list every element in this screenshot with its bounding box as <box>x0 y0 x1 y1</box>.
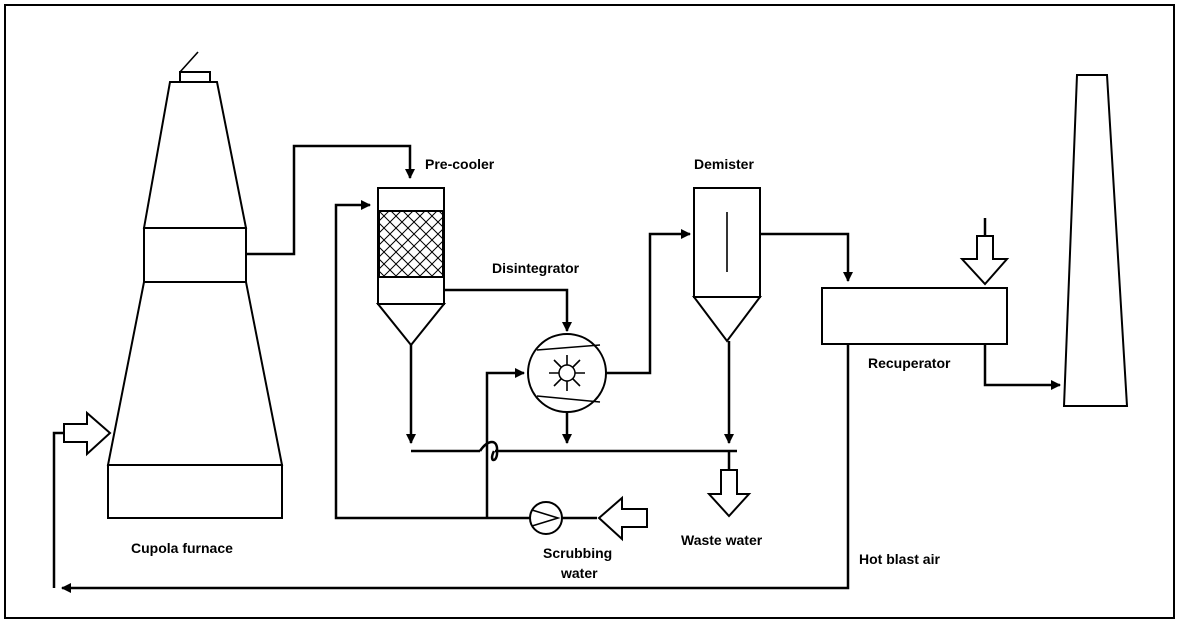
scrubbing-to-disintegrator-line <box>485 368 525 518</box>
furnace-top-cap <box>179 71 211 83</box>
recirculation-line <box>334 200 487 520</box>
furnace-band <box>143 227 247 283</box>
hot-blast-riser <box>52 431 66 588</box>
disintegrator-rotor <box>558 364 576 382</box>
hot-blast-air-line <box>61 344 850 593</box>
demister-to-recuperator-line <box>760 232 853 282</box>
label-cupola-furnace: Cupola furnace <box>131 540 233 556</box>
precooler-to-disintegrator-line <box>444 288 572 332</box>
flue-gas-line <box>246 144 415 256</box>
pre-cooler-cone <box>375 303 447 347</box>
disintegrator <box>527 333 607 413</box>
pre-cooler <box>375 187 447 347</box>
furnace-lower-cone <box>106 281 284 466</box>
waste-water-arrow <box>706 469 752 518</box>
recuperator <box>821 287 1008 345</box>
disintegrator-inner-lines <box>536 344 601 403</box>
charging-door-lever <box>179 51 199 73</box>
recuperator-to-chimney-line <box>983 344 1061 390</box>
pump-symbol <box>531 509 561 527</box>
label-recuperator: Recuperator <box>868 355 951 371</box>
label-hot-blast-air: Hot blast air <box>859 551 940 567</box>
disintegrator-to-demister-line <box>606 229 691 375</box>
demister <box>692 187 762 343</box>
label-scrubbing: Scrubbing <box>543 545 612 561</box>
diagram-frame <box>4 4 1175 619</box>
scrubbing-water-supply <box>485 368 648 542</box>
disintegrator-blades <box>549 355 585 391</box>
cold-air-arrow <box>959 235 1010 286</box>
pipe-crossover <box>478 440 499 462</box>
waste-water-collector <box>406 341 752 518</box>
label-disintegrator: Disintegrator <box>492 260 580 276</box>
label-scrubbing-water: water <box>560 565 598 581</box>
furnace-upper-cone <box>142 81 248 229</box>
scrubbing-water-arrow <box>597 495 648 542</box>
label-waste-water: Waste water <box>681 532 763 548</box>
cupola-furnace <box>106 51 284 519</box>
tuyere-inlet-arrow <box>63 410 112 457</box>
chimney <box>1062 74 1129 407</box>
demister-cone <box>692 296 762 343</box>
furnace-base <box>107 464 283 519</box>
cold-air-inlet <box>959 218 1010 286</box>
label-demister: Demister <box>694 156 754 172</box>
pre-cooler-packing <box>378 210 444 278</box>
label-pre-cooler: Pre-cooler <box>425 156 495 172</box>
